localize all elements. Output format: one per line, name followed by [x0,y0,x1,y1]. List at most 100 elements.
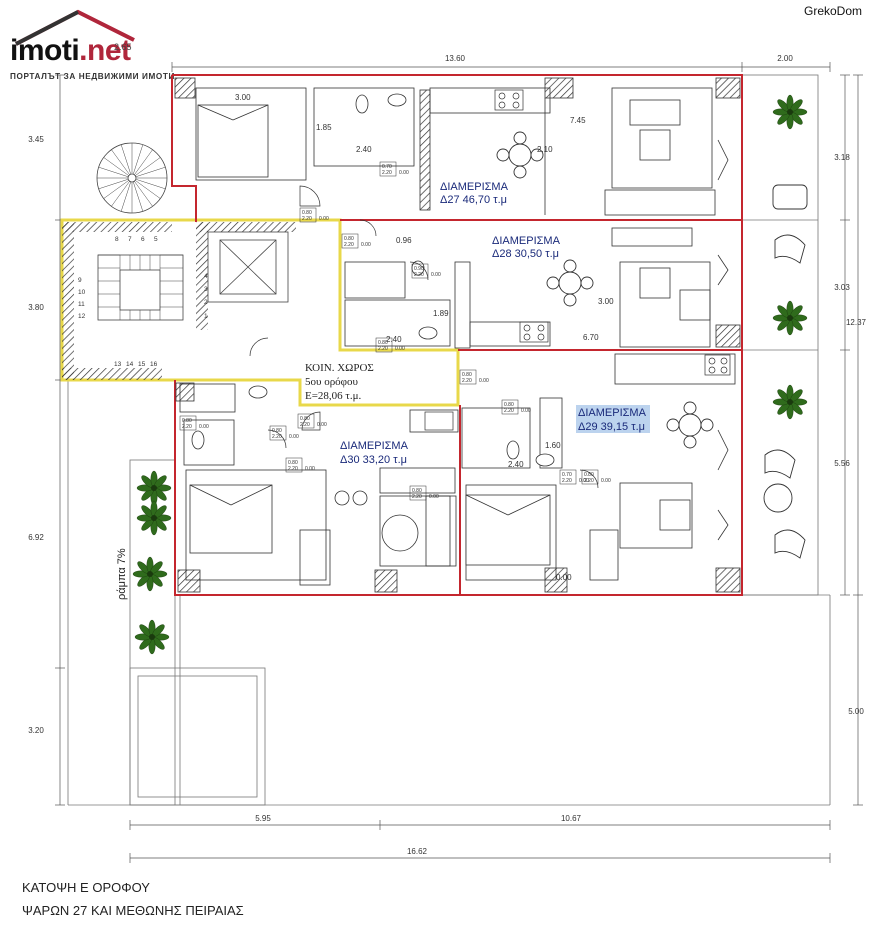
kitchen-hobs [424,89,731,431]
svg-text:2.20: 2.20 [412,494,422,500]
balcony-chairs [763,184,808,559]
dim-d28-d: 3.00 [598,297,614,306]
svg-text:0.00: 0.00 [395,346,405,352]
plant-icon [136,500,172,536]
plant-icon [772,94,808,130]
svg-text:0.00: 0.00 [399,170,409,176]
plant-icon [136,470,172,506]
dim-left-4: 3.20 [28,726,44,735]
plants [132,94,808,655]
stair-num: 9 [78,277,82,284]
logo-superscript: 2.65 [114,42,132,52]
apartment-walls [171,74,743,596]
svg-text:2.20: 2.20 [462,378,472,384]
svg-text:0.00: 0.00 [317,422,327,428]
stools [334,490,368,506]
dim-bottom-total: 16.62 [407,847,428,856]
dining-set [546,259,594,307]
common-area-value: Ε=28,06 τ.μ. [305,390,361,402]
dim-d29-a: 1.60 [545,441,561,450]
svg-text:0.80: 0.80 [504,402,514,408]
door-tag: 0.802.20 0.00 [285,457,315,473]
dim-left-3: 6.92 [28,533,44,542]
apt-d28-label: ΔΙΑΜΕΡΙΣΜΑ [492,235,561,247]
svg-text:2.20: 2.20 [382,170,392,176]
logo-wordmark: imoti.net [10,36,131,66]
svg-text:2.20: 2.20 [302,216,312,222]
svg-text:0.80: 0.80 [288,460,298,466]
plant-icon [134,619,170,655]
svg-text:2.20: 2.20 [584,478,594,484]
common-area-label: ΚΟΙΝ. ΧΩΡΟΣ 5ου ορόφου Ε=28,06 τ.μ. [305,362,374,402]
common-title: ΚΟΙΝ. ΧΩΡΟΣ [305,362,374,374]
dim-d27-bath-w: 1.85 [316,123,332,132]
dining-set [666,401,714,449]
beds [189,104,551,566]
dim-right-total: 12.37 [846,318,867,327]
inner-dimensions: 3.00 1.85 2.40 7.45 2.10 0.96 1.89 2.40 … [235,93,614,582]
stair-num: 12 [78,313,86,320]
dim-bottom-left: 5.95 [255,814,271,823]
apt-d30-label: ΔΙΑΜΕΡΙΣΜΑ [340,440,409,452]
stair-num: 7 [128,236,132,243]
stair-num: 13 [114,361,122,368]
svg-text:0.70: 0.70 [562,472,572,478]
dim-d27-bed: 3.00 [235,93,251,102]
apt-d29-highlight [576,405,650,433]
dim-top-balcony: 2.00 [777,54,793,63]
svg-text:0.80: 0.80 [584,472,594,478]
apartment-labels: ΔΙΑΜΕΡΙΣΜΑ Δ27 46,70 τ.μ ΔΙΑΜΕΡΙΣΜΑ Δ28 … [340,181,650,466]
columns [174,77,741,593]
svg-text:2.20: 2.20 [182,424,192,430]
dim-d29-c: 0.00 [556,573,572,582]
svg-text:0.00: 0.00 [479,378,489,384]
dim-left-2: 3.80 [28,303,44,312]
dim-top-total: 13.60 [445,54,466,63]
apt-d27-label: ΔΙΑΜΕΡΙΣΜΑ [440,181,509,193]
svg-text:0.80: 0.80 [302,210,312,216]
plant-icon [132,556,168,592]
dim-d28-b: 1.89 [433,309,449,318]
spiral-stair [96,142,168,214]
footer-address: ΨΑΡΩΝ 27 ΚΑΙ ΜΕΘΩΝΗΣ ΠΕΙΡΑΙΑΣ [22,903,244,918]
dim-left-1: 3.45 [28,135,44,144]
apt-d29-label: ΔΙΑΜΕΡΙΣΜΑ [578,407,647,419]
apt-d30-area: Δ30 33,20 τ.μ [340,454,407,466]
house-roof-icon [15,9,135,46]
svg-text:2.20: 2.20 [272,434,282,440]
logo-suffix: .net [79,34,131,67]
svg-text:0.80: 0.80 [462,372,472,378]
coffee-table [381,514,419,552]
dim-d27-bath-h: 2.40 [356,145,372,154]
logo-name: imoti [10,34,80,67]
logo[interactable]: imoti.net 2.65 ПОРТАЛЪТ ЗА НЕДВИЖИМИ ИМО… [8,6,183,86]
dim-d28-c: 2.40 [386,335,402,344]
svg-text:0.80: 0.80 [272,428,282,434]
stair-num: 8 [115,236,119,243]
ramp-label: ράμπα 7% [116,548,128,600]
dim-bottom-right: 10.67 [561,814,582,823]
svg-text:2.20: 2.20 [288,466,298,472]
stair-num: 10 [78,289,86,296]
elevator-shaft [196,222,296,330]
plant-icon [772,300,808,336]
svg-text:0.00: 0.00 [521,408,531,414]
dim-d27-living: 7.45 [570,116,586,125]
stair-num: 14 [126,361,134,368]
dim-right-2: 3.03 [834,283,850,292]
dining-set [496,131,544,179]
svg-text:0.80: 0.80 [378,340,388,346]
svg-text:0.80: 0.80 [412,488,422,494]
svg-text:0.00: 0.00 [199,424,209,430]
svg-text:0.00: 0.00 [305,466,315,472]
